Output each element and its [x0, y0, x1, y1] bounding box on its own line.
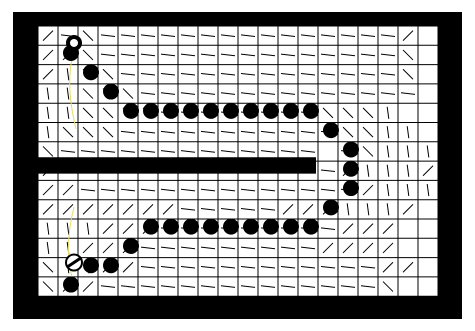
- path-point: [323, 122, 339, 138]
- wall-left: [13, 26, 38, 296]
- path-point: [203, 219, 219, 235]
- path-point: [163, 219, 179, 235]
- path-point: [63, 277, 79, 293]
- path-point: [83, 257, 99, 273]
- path-point: [323, 199, 339, 215]
- path-point: [143, 103, 159, 119]
- path-point: [223, 103, 239, 119]
- start-marker-hole: [70, 39, 78, 47]
- path-point: [263, 219, 279, 235]
- path-point: [343, 141, 359, 157]
- path-point: [303, 103, 319, 119]
- grid-cells: [38, 26, 438, 296]
- path-point: [223, 219, 239, 235]
- path-point: [243, 219, 259, 235]
- path-point: [343, 161, 359, 177]
- path-point: [283, 103, 299, 119]
- path-point: [103, 257, 119, 273]
- path-point: [183, 219, 199, 235]
- path-point: [343, 180, 359, 196]
- path-point: [103, 84, 119, 100]
- path-point: [123, 238, 139, 254]
- path-point: [283, 219, 299, 235]
- path-point: [83, 64, 99, 80]
- path-point: [143, 219, 159, 235]
- path-point: [163, 103, 179, 119]
- path-point: [243, 103, 259, 119]
- path-point: [123, 103, 139, 119]
- path-point: [203, 103, 219, 119]
- path-point: [183, 103, 199, 119]
- path-point: [263, 103, 279, 119]
- path-point: [303, 219, 319, 235]
